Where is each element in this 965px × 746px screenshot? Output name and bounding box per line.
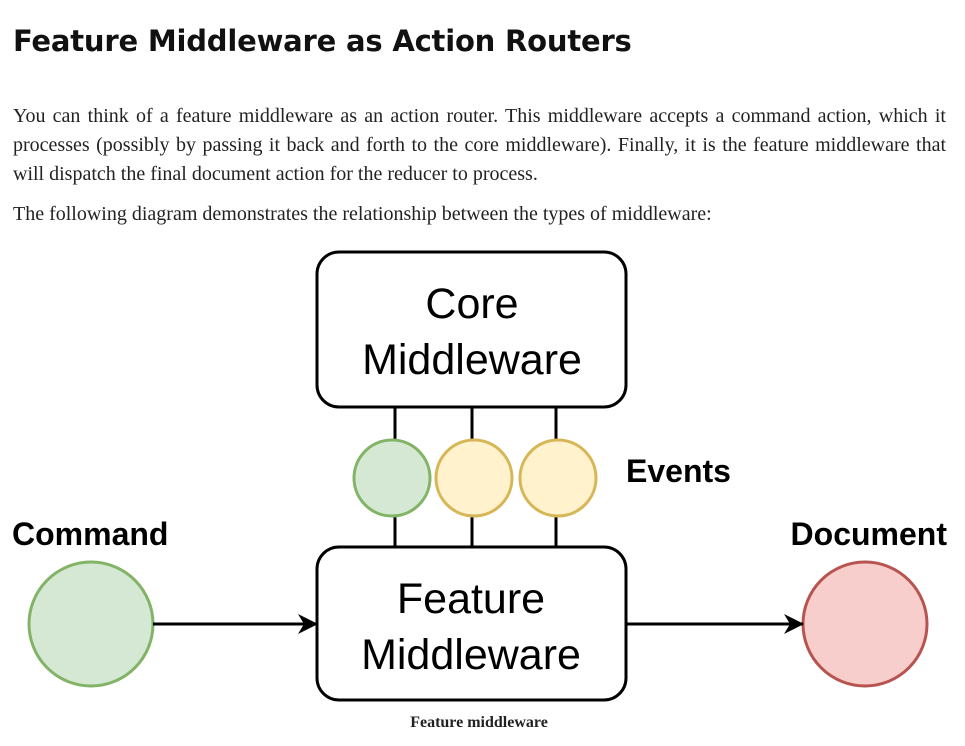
middleware-diagram: Core Middleware Events Feature Middlewar… — [12, 250, 948, 702]
feature-middleware-label-line1: Feature — [397, 575, 545, 623]
document-label: Document — [791, 516, 948, 552]
figure-caption: Feature middleware — [410, 714, 548, 731]
core-middleware-label-line2: Middleware — [362, 336, 582, 384]
core-middleware-box — [315, 250, 628, 409]
events-label: Events — [626, 453, 731, 489]
diagram-intro-paragraph: The following diagram demonstrates the r… — [13, 203, 712, 225]
event-circle-green — [352, 438, 432, 518]
event-circle-yellow-1 — [434, 438, 514, 518]
command-circle — [27, 560, 155, 688]
event-circle-yellow-2 — [518, 438, 598, 518]
section-heading: Feature Middleware as Action Routers — [13, 24, 632, 58]
core-middleware-label-line1: Core — [425, 280, 518, 328]
intro-paragraph: You can think of a feature middleware as… — [13, 105, 946, 185]
document-circle — [801, 560, 929, 688]
feature-middleware-label-line2: Middleware — [361, 631, 581, 679]
command-label: Command — [12, 516, 168, 552]
